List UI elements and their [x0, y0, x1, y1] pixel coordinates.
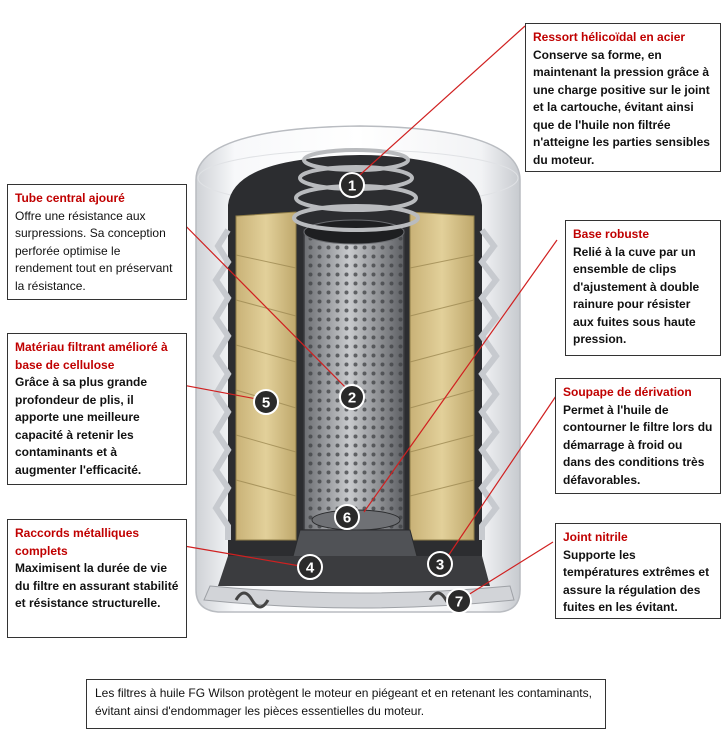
callout-title: Matériau filtrant amélioré à base de cel… [15, 340, 168, 372]
callout-steel-spring: Ressort hélicoïdal en acier Conserve sa … [525, 23, 721, 172]
badge-6-label: 6 [343, 510, 351, 527]
leader-line-3 [363, 239, 558, 513]
callout-text: Relié à la cuve par un ensemble de clips… [573, 244, 700, 347]
badge-1-label: 1 [348, 178, 356, 195]
leader-lines [154, 25, 558, 601]
leader-line-2 [159, 199, 353, 395]
badge-3: 3 [427, 551, 453, 577]
callout-text: Offre une résistance aux surpressions. S… [15, 208, 173, 293]
badge-5-label: 5 [262, 395, 270, 412]
callout-nitrile-seal: Joint nitrile Supporte les températures … [555, 523, 721, 619]
callout-center-tube: Tube central ajouré Offre une résistance… [7, 184, 187, 300]
center-tube [303, 219, 405, 531]
callout-text: Grâce à sa plus grande profondeur de pli… [15, 375, 148, 477]
callout-text: Permet à l'huile de contourner le filtre… [563, 402, 713, 487]
number-badges: 1 2 3 4 5 6 7 [253, 172, 472, 614]
badge-1: 1 [339, 172, 365, 198]
callout-title: Joint nitrile [563, 530, 628, 544]
badge-6: 6 [334, 504, 360, 530]
badge-2: 2 [339, 384, 365, 410]
callout-text: Conserve sa forme, en maintenant la pres… [533, 47, 710, 167]
callout-title: Tube central ajouré [15, 191, 125, 205]
callout-title: Ressort hélicoïdal en acier [533, 30, 686, 44]
badge-7: 7 [446, 588, 472, 614]
callout-filter-media: Matériau filtrant amélioré à base de cel… [7, 333, 187, 485]
badge-5: 5 [253, 389, 279, 415]
badge-2-label: 2 [348, 390, 356, 407]
callout-title: Soupape de dérivation [563, 385, 692, 399]
badge-3-label: 3 [436, 557, 444, 574]
badge-4-label: 4 [306, 560, 315, 577]
callout-bypass-valve: Soupape de dérivation Permet à l'huile d… [555, 378, 721, 494]
callout-metal-fittings: Raccords métalliques complets Maximisent… [7, 519, 187, 638]
leader-line-7 [459, 541, 554, 601]
callout-title: Raccords métalliques complets [15, 526, 140, 558]
callout-text: Maximisent la durée de vie du filtre en … [15, 561, 179, 610]
badge-7-label: 7 [455, 594, 463, 611]
footer-caption: Les filtres à huile FG Wilson protègent … [86, 679, 606, 729]
filter-media [212, 211, 500, 541]
badge-4: 4 [297, 554, 323, 580]
callout-text: Supporte les températures extrêmes et as… [563, 547, 710, 615]
leader-line-1 [351, 25, 526, 183]
callout-title: Base robuste [573, 227, 650, 241]
callout-robust-base: Base robuste Relié à la cuve par un ense… [565, 220, 721, 356]
leader-line-5 [443, 395, 557, 563]
